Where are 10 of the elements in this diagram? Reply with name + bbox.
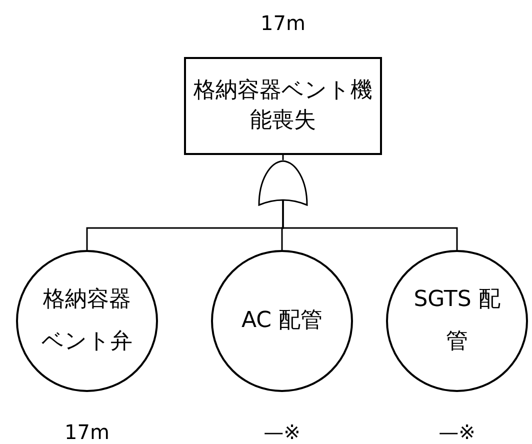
length-label: —※ (264, 420, 300, 444)
or-gate (258, 160, 308, 206)
basic-event-circle: SGTS 配管 (386, 250, 528, 392)
connector-line (282, 155, 284, 160)
length-label: 17m (64, 420, 110, 444)
length-label: —※ (438, 420, 476, 444)
basic-event-circle: 格納容器ベント弁 (16, 250, 158, 392)
basic-event-circle: AC 配管 (211, 250, 353, 392)
event-box: 格納容器ベント機能喪失 (184, 57, 382, 155)
length-label: 17m (260, 11, 306, 35)
